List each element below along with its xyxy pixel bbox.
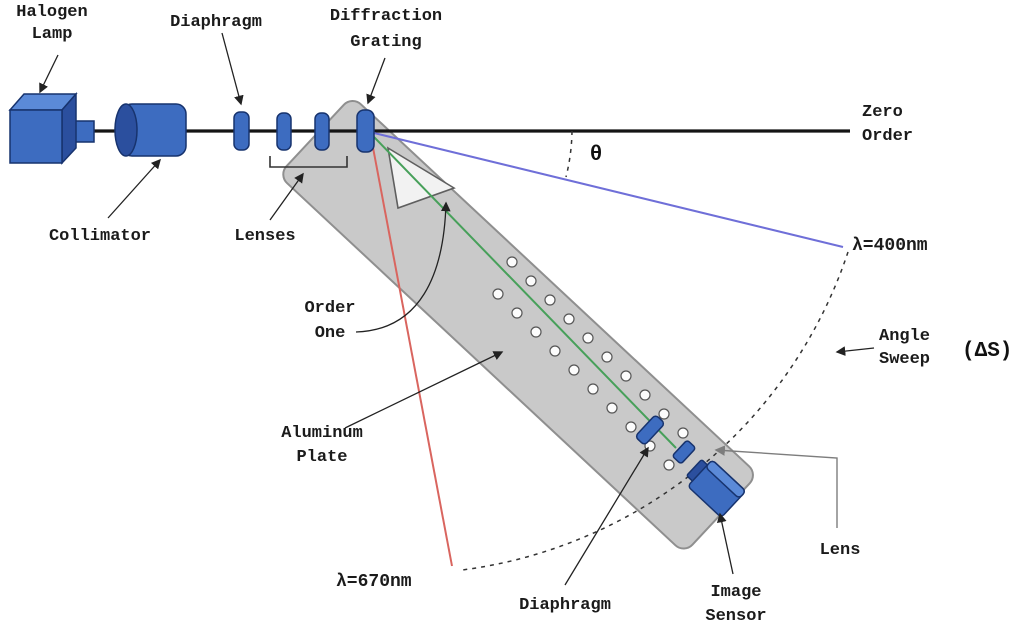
diffraction-grating-pointer [366,57,386,105]
svg-text:Halogen: Halogen [16,3,87,22]
beam-670nm [370,136,453,567]
plate-hole [663,459,675,471]
plate-hole [530,326,542,338]
svg-text:Order: Order [304,299,355,318]
beam-400nm [373,132,844,248]
theta-angle-arc [565,130,573,178]
plate-hole [639,389,651,401]
lenses-bracket [269,156,348,168]
label-lambda-670: λ=670nm [336,572,412,592]
plate-hole [620,370,632,382]
aluminum-plate [282,99,754,550]
lens-element-1 [276,112,292,151]
svg-text:Angle: Angle [879,327,930,346]
svg-text:Aluminum: Aluminum [281,424,363,443]
plate-hole [525,275,537,287]
svg-text:Order: Order [862,127,913,146]
plate-hole [677,427,689,439]
image-sensor-pointer [716,512,734,575]
label-diaphragm-bottom: Diaphragm [519,596,611,615]
label-lens: Lens [820,541,861,560]
label-lambda-400: λ=400nm [852,236,928,256]
plate-hole [563,313,575,325]
plate-hole [492,288,504,300]
label-halogen-lamp: Halogen Lamp [16,3,87,44]
diaphragm-bottom-pointer [564,446,649,586]
sensor-lens-element [672,440,696,464]
label-angle-sweep: Angle Sweep [879,327,930,369]
halogen-lamp-pointer [39,54,59,94]
beam-order-one [373,136,677,449]
plate-hole [625,421,637,433]
plate-hole [549,345,561,357]
plate-hole [582,332,594,344]
collimator-pointer [107,158,161,219]
aluminum-plate-pointer [344,351,504,429]
diaphragm-top-pointer [221,32,244,106]
plate-hole [601,351,613,363]
label-aluminum-plate: Aluminum Plate [281,424,363,467]
svg-text:Sensor: Sensor [705,607,766,626]
diffraction-grating-element [356,109,375,153]
label-image-sensor: Image Sensor [705,583,766,626]
svg-text:Diffraction: Diffraction [330,7,442,26]
svg-text:Sweep: Sweep [879,350,930,369]
label-collimator: Collimator [49,227,151,246]
lens-pointer [714,445,838,528]
sensor-diaphragm-element [635,415,665,445]
plate-hole [606,402,618,414]
plate-holes [492,256,689,471]
order-one-pointer [355,201,451,333]
diaphragm-element [233,111,250,151]
label-order-one: Order One [304,299,355,343]
angle-sweep-pointer [835,346,875,356]
svg-text:One: One [315,324,346,343]
plate-corner-notch [386,146,456,210]
label-delta-s: (ΔS) [962,340,1012,363]
plate-hole [587,383,599,395]
svg-text:Image: Image [710,583,761,602]
label-lenses: Lenses [234,227,295,246]
halogen-lamp [8,92,95,165]
plate-hole [511,307,523,319]
svg-text:Plate: Plate [296,448,347,467]
lenses-pointer [269,172,304,221]
label-diffraction-grating: Diffraction Grating [330,7,442,52]
image-sensor [686,459,745,517]
plate-hole [544,294,556,306]
label-zero-order: Zero Order [862,103,913,146]
plate-hole [506,256,518,268]
lens-element-2 [314,112,330,151]
plate-hole [568,364,580,376]
collimator [114,103,187,157]
plate-hole [658,408,670,420]
svg-text:Lamp: Lamp [32,25,73,44]
label-diaphragm-top: Diaphragm [170,13,262,32]
svg-text:Zero: Zero [862,103,903,122]
label-theta: θ [590,144,603,167]
svg-text:Grating: Grating [350,33,421,52]
